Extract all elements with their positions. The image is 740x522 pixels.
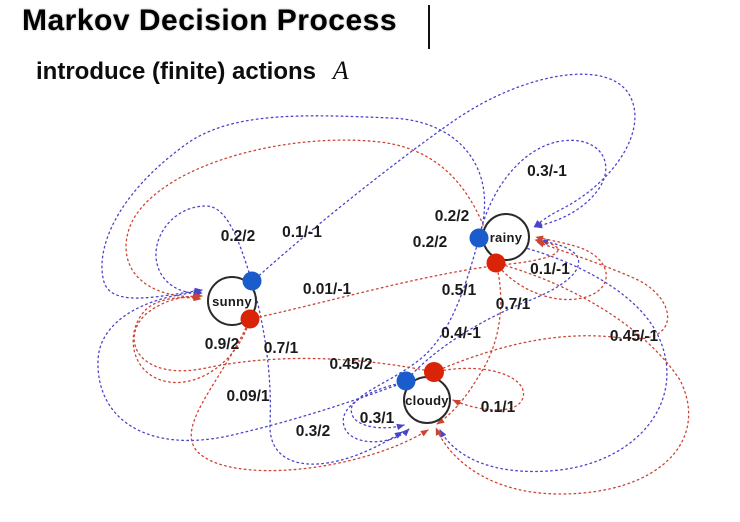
edge-rainy-red-cloudy xyxy=(436,262,502,425)
transition-label: 0.7/1 xyxy=(263,340,299,357)
transition-label: 0.01/-1 xyxy=(302,281,352,298)
state-label-sunny: sunny xyxy=(212,294,252,309)
transition-label: 0.4/-1 xyxy=(441,325,481,342)
edge-sunny-red-rainy xyxy=(249,237,559,320)
edge-rainy-red-self xyxy=(495,235,607,301)
subtitle-math-symbol: A xyxy=(332,56,349,85)
transition-label: 0.45/-1 xyxy=(609,328,659,345)
action-dot-red-sunny xyxy=(240,309,260,329)
transition-label: 0.2/2 xyxy=(412,234,448,251)
state-label-rainy: rainy xyxy=(490,230,523,245)
transition-label: 0.2/2 xyxy=(220,228,256,245)
edge-cloudy-blue-rainy xyxy=(404,238,580,383)
edge-cloudy-red-sunny xyxy=(133,292,435,373)
transition-label: 0.45/2 xyxy=(329,356,373,373)
action-dot-blue-cloudy xyxy=(396,371,416,391)
subtitle-text: introduce (finite) actions xyxy=(36,58,317,85)
edge-rainy-red-sunny xyxy=(125,139,497,301)
transition-label: 0.3/-1 xyxy=(527,163,567,180)
edge-sunny-blue-rainy xyxy=(251,73,636,283)
action-dot-blue-rainy xyxy=(469,228,489,248)
action-dot-blue-sunny xyxy=(242,271,262,291)
transition-edges xyxy=(97,73,690,495)
edge-cloudy-blue-sunny xyxy=(97,289,406,442)
edge-sunny-blue-self xyxy=(155,205,253,297)
transition-label: 0.1/-1 xyxy=(282,224,322,241)
subtitle: introduce (finite) actions A xyxy=(36,56,349,86)
action-dot-red-rainy xyxy=(486,253,506,273)
transition-label: 0.2/2 xyxy=(434,208,470,225)
transition-label: 0.1/-1 xyxy=(530,261,570,278)
edge-blue-long-loop xyxy=(439,237,668,472)
edge-cloudy-blue-self xyxy=(342,381,410,443)
page-title: Markov Decision Process xyxy=(22,4,398,37)
edge-cloudy-red-rainy xyxy=(433,241,669,373)
transition-label: 0.7/1 xyxy=(495,296,531,313)
edge-rainy-blue-self xyxy=(478,139,607,239)
transition-label: 0.3/1 xyxy=(359,410,395,427)
transition-label: 0.3/2 xyxy=(295,423,331,440)
edge-rainy-blue-sunny xyxy=(101,115,486,299)
edge-rainy-blue-cloudy xyxy=(350,237,480,431)
edge-sunny-red-cloudy xyxy=(190,318,429,472)
transition-label: 0.9/2 xyxy=(204,336,240,353)
edge-sunny-blue-cloudy xyxy=(251,281,403,465)
action-dots xyxy=(240,228,506,391)
edge-red-long-loop xyxy=(435,262,690,495)
action-dot-red-cloudy xyxy=(424,362,444,382)
transition-label: 0.1/1 xyxy=(480,399,516,416)
transition-label: 0.5/1 xyxy=(441,282,477,299)
state-label-cloudy: cloudy xyxy=(405,393,449,408)
text-cursor xyxy=(428,5,430,49)
transition-label: 0.09/1 xyxy=(226,388,270,405)
edge-cloudy-red-self xyxy=(433,367,525,411)
